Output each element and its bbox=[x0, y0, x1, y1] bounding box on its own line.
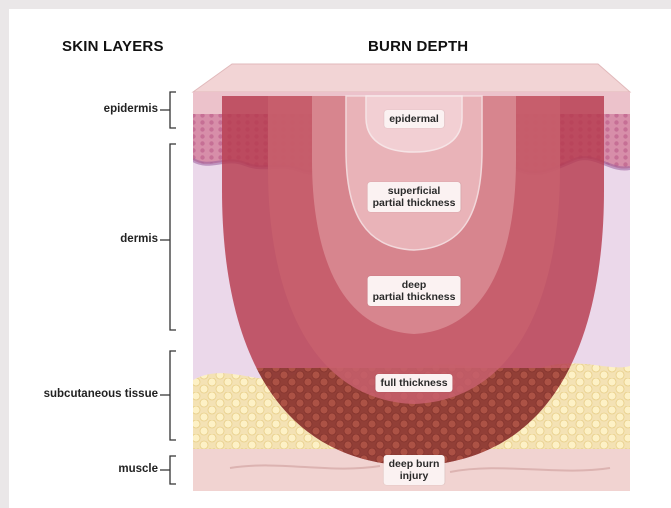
burn-label-deep-burn-line2: injury bbox=[389, 470, 440, 482]
burn-label-full: full thickness bbox=[375, 374, 452, 392]
muscle-bracket bbox=[160, 456, 176, 484]
burn-label-superficial: superficial partial thickness bbox=[368, 182, 461, 212]
burn-label-deep-partial-line2: partial thickness bbox=[373, 291, 456, 303]
label-dermis: dermis bbox=[120, 233, 158, 245]
burn-label-superficial-line2: partial thickness bbox=[373, 197, 456, 209]
subcutaneous-bracket bbox=[160, 351, 176, 440]
layer-brackets bbox=[160, 92, 176, 484]
burn-label-epidermal-line1: epidermal bbox=[389, 113, 439, 125]
burn-label-epidermal: epidermal bbox=[384, 110, 444, 128]
burn-label-full-line1: full thickness bbox=[380, 377, 447, 389]
burn-label-deep-partial: deep partial thickness bbox=[368, 276, 461, 306]
label-muscle: muscle bbox=[118, 463, 158, 475]
skin-layers-heading: SKIN LAYERS bbox=[62, 38, 164, 55]
burn-label-deep-burn-line1: deep burn bbox=[389, 458, 440, 470]
label-epidermis: epidermis bbox=[104, 103, 158, 115]
burn-label-superficial-line1: superficial bbox=[373, 185, 456, 197]
burn-depth-heading: BURN DEPTH bbox=[368, 38, 468, 55]
label-subcutaneous: subcutaneous tissue bbox=[44, 388, 158, 400]
skin-top-surface bbox=[193, 64, 630, 92]
epidermis-bracket bbox=[160, 92, 176, 128]
dermis-bracket bbox=[160, 144, 176, 330]
burn-label-deep-partial-line1: deep bbox=[373, 279, 456, 291]
burn-label-deep-burn: deep burn injury bbox=[384, 455, 445, 485]
